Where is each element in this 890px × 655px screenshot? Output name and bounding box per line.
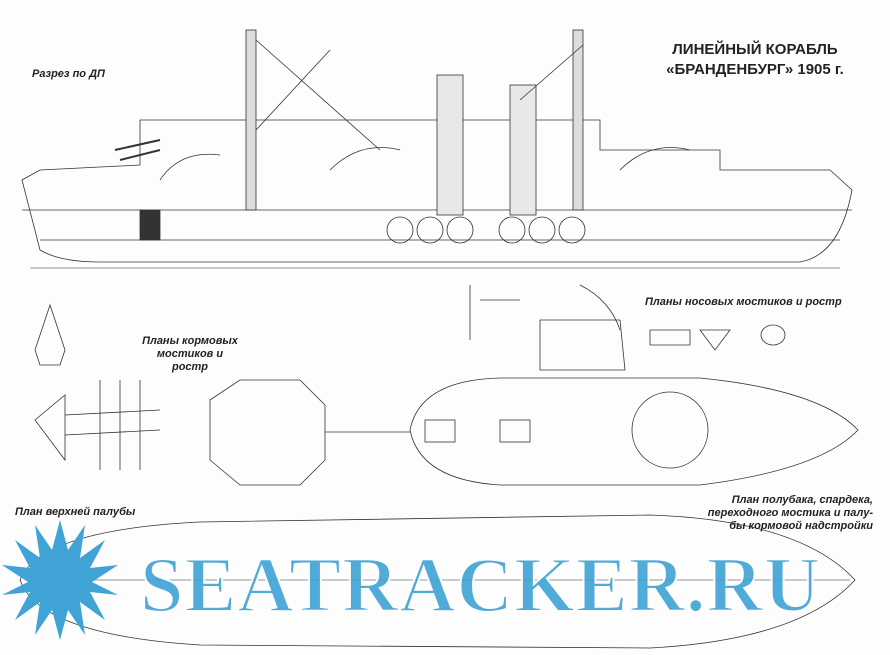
label-stern-bridges-2: мостиков и ростр — [156, 348, 224, 373]
label-stern-bridges: Планы кормовых мостиков и ростр — [140, 335, 240, 374]
label-forecastle-2: переходного мостика и палу- — [707, 507, 873, 519]
bridge-plans — [34, 284, 859, 486]
title-line-2: «БРАНДЕНБУРГ» 1905 г. — [666, 61, 844, 78]
watermark-text: SEATRACKER.RU — [139, 540, 822, 629]
upper-deck-plan — [19, 514, 856, 649]
title-line-1: ЛИНЕЙНЫЙ КОРАБЛЬ — [672, 41, 838, 58]
label-section: Разрез по ДП — [32, 68, 105, 80]
watermark-starburst — [2, 520, 118, 640]
label-forecastle: План полубака, спардека, переходного мос… — [705, 494, 873, 533]
label-bow-bridges: Планы носовых мостиков и ростр — [645, 296, 842, 308]
boilers — [386, 216, 586, 244]
label-forecastle-3: бы кормовой надстройки — [729, 520, 873, 532]
drawing-title: ЛИНЕЙНЫЙ КОРАБЛЬ «БРАНДЕНБУРГ» 1905 г. — [640, 40, 870, 80]
label-forecastle-1: План полубака, спардека, — [731, 494, 873, 506]
longitudinal-section — [21, 29, 853, 269]
label-upper-deck: План верхней палубы — [15, 506, 136, 518]
label-stern-bridges-1: Планы кормовых — [142, 335, 238, 347]
